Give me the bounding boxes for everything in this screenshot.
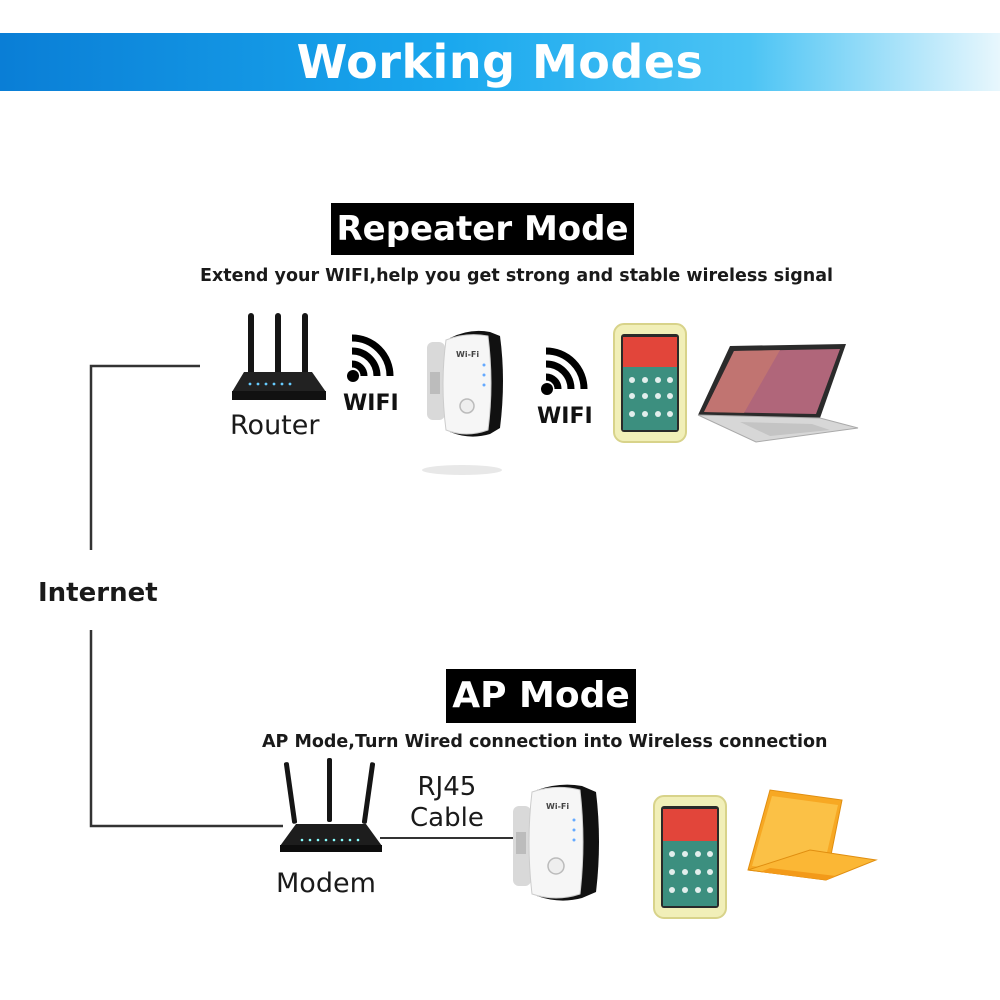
cable-label-line2: Cable: [410, 803, 484, 833]
ap-mode-title: AP Mode: [446, 669, 636, 723]
internet-to-router-line: [89, 364, 200, 550]
wifi-label-1: WIFI: [343, 391, 399, 416]
router-label: Router: [230, 410, 320, 441]
repeater-mode-title: Repeater Mode: [331, 203, 634, 255]
svg-text:Wi-Fi: Wi-Fi: [546, 802, 569, 811]
header-banner: Working Modes: [0, 33, 1000, 91]
ap-mode-subtitle: AP Mode,Turn Wired connection into Wirel…: [262, 732, 828, 752]
repeater-mode-subtitle: Extend your WIFI,help you get strong and…: [200, 266, 834, 286]
modem-label: Modem: [276, 868, 376, 899]
wifi-label-2: WIFI: [537, 404, 593, 429]
rj45-cable-label: RJ45 Cable: [410, 772, 484, 834]
page-title: Working Modes: [296, 35, 704, 89]
internet-to-modem-line: [89, 630, 283, 828]
cable-label-line1: RJ45: [417, 772, 477, 802]
internet-label: Internet: [38, 578, 158, 608]
svg-text:Wi-Fi: Wi-Fi: [456, 350, 479, 359]
